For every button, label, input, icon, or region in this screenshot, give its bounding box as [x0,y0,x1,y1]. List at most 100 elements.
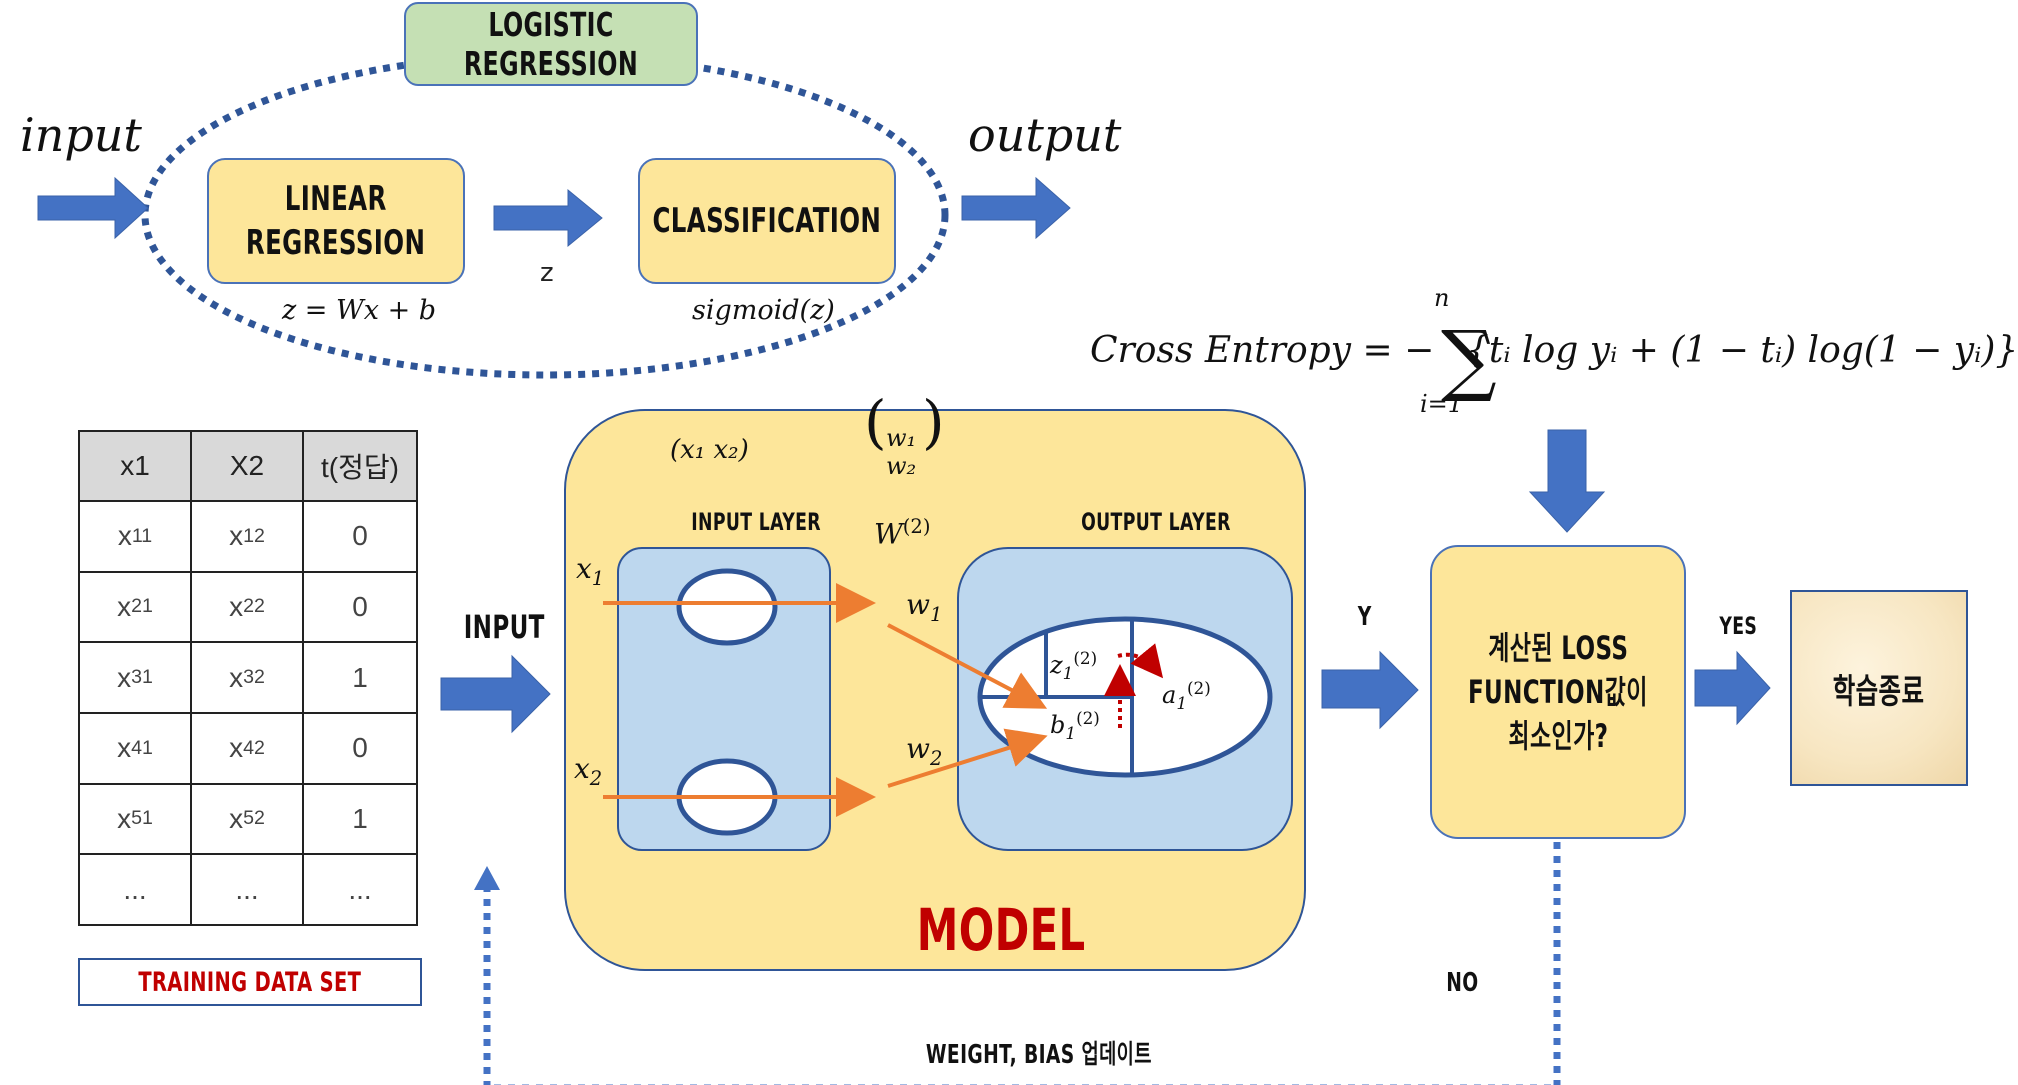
table-cell-value: 0 [352,590,368,622]
z-to-a-red-arrow [1117,643,1164,679]
training-end-label: 학습종료 [1833,671,1925,712]
w1-label: w1 [906,588,942,626]
table-header-cell: x1 [78,430,192,502]
logistic-regression-title: LOGISTIC REGRESSION [463,5,639,83]
a-node-symbol: a [1162,681,1177,709]
table-cell-subscript: 12 [243,524,265,547]
input-layer-label: INPUT LAYER [691,508,821,536]
training-end-box: 학습종료 [1790,590,1968,786]
training-data-caption: TRAINING DATA SET [138,966,362,998]
a-node-label: a1(2) [1162,678,1211,713]
table-cell-subscript: 41 [131,736,153,759]
z-node-subscript: 1 [1062,662,1074,683]
classification-label: CLASSIFICATION [652,201,882,241]
input-arrow [37,176,149,240]
table-header-cell: t(정답) [302,430,418,502]
w1-symbol: w [906,588,930,621]
model-title: MODEL [916,896,1086,964]
table-cell-value: 1 [352,661,368,693]
sum-lower-limit: i=1 [1420,390,1464,418]
table-cell: 0 [302,711,418,785]
x1-label: x1 [576,552,604,590]
training-input-arrow [440,654,551,734]
sum-upper-limit: n [1434,284,1450,312]
w2-subscript: 2 [929,746,943,770]
sum-symbol: ∑ [1441,315,1497,405]
a-node-superscript: (2) [1187,678,1211,698]
table-cell-value: x [229,802,244,834]
linear-formula: z = Wx + b [282,295,437,326]
update-label: WEIGHT, BIAS 업데이트 [925,1040,1152,1070]
logistic-boundary-ellipse [141,51,949,379]
z-arrow-label: z [540,258,554,288]
input-label: input [20,108,142,162]
table-cell-subscript: 21 [131,595,153,618]
classification-box: CLASSIFICATION [638,158,896,284]
weight-matrix-symbol: W [874,517,903,551]
table-cell-subscript: 31 [131,666,153,689]
y-arrow [1321,650,1419,730]
linear-regression-line-2: REGRESSION [246,223,426,263]
table-cell-subscript: 51 [131,807,153,830]
table-cell: ... [190,853,304,926]
table-cell-value: x [229,732,244,764]
b-node-subscript: 1 [1065,722,1077,743]
w2-symbol: w [906,732,930,765]
table-cell-value: 0 [352,520,368,552]
table-cell-subscript: 52 [243,807,265,830]
output-layer-label: OUTPUT LAYER [1081,508,1231,536]
w-vector-bottom: w₂ [886,452,917,480]
y-label: Y [1357,602,1372,632]
table-cell-subscript: 22 [243,595,265,618]
x2-symbol: x [574,752,590,785]
z-node-label: z1(2) [1050,648,1097,683]
table-cell: 1 [302,782,418,856]
w-vector-top: w₁ [886,424,917,452]
table-cell: ... [78,853,192,926]
table-cell-value: ... [348,873,372,905]
table-cell-value: x [117,520,132,552]
x-vector: (x₁ x₂) [670,435,749,465]
decision-line-3: 최소인가? [1508,717,1608,755]
output-arrow [961,176,1071,240]
cross-entropy-left: Cross Entropy = − [1090,330,1435,371]
yes-label: YES [1719,612,1758,640]
yes-arrow [1694,650,1771,726]
b-node-symbol: b [1050,711,1066,739]
input-neuron-1 [676,568,778,646]
logistic-regression-title-box: LOGISTIC REGRESSION [404,2,698,86]
training-data-caption-box: TRAINING DATA SET [78,958,422,1006]
table-cell-value: x [117,732,132,764]
x2-label: x2 [574,752,602,790]
a-node-subscript: 1 [1176,692,1187,713]
no-feedback-loop [483,842,1561,1085]
loss-down-arrow [1528,429,1606,533]
table-cell: 1 [302,641,418,714]
table-cell-value: x [117,661,132,693]
w2-connection-arrow [887,728,1048,788]
w1-connection-arrow [887,623,1048,709]
b-node-label: b1(2) [1050,708,1100,743]
table-cell-subscript: 42 [243,736,265,759]
b-node-superscript: (2) [1076,708,1100,728]
input-layer-box [617,547,831,851]
x1-subscript: 1 [591,566,605,590]
decision-line-2: FUNCTION값이 [1468,673,1648,711]
table-cell-subscript: 11 [131,524,153,547]
table-cell-value: x [117,590,132,622]
table-cell-value: 1 [352,802,368,834]
weight-matrix-superscript: (2) [902,515,931,538]
output-label: output [968,108,1122,162]
linear-regression-line-1: LINEAR [285,179,387,219]
